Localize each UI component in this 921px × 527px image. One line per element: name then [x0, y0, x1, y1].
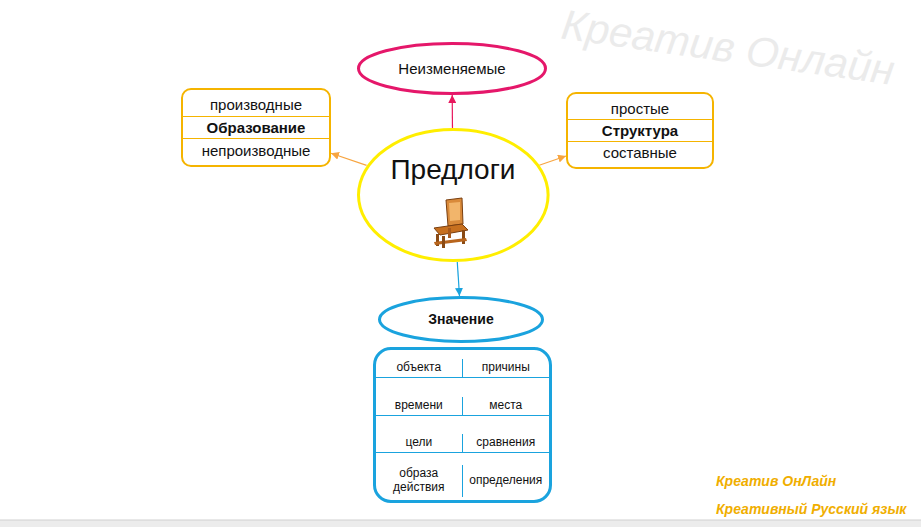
box-item: составные — [603, 144, 677, 161]
brand-label-holder: Креативный Русский язык — [716, 500, 906, 518]
main-circle: Предлоги — [357, 128, 550, 262]
table-cell: образа действия — [376, 465, 463, 497]
connector-arrow — [331, 153, 367, 165]
table-text: причины — [482, 361, 530, 375]
table-text: объекта — [396, 361, 441, 375]
box-heading: Структура — [602, 122, 678, 139]
meaning-ellipse-shape — [380, 298, 543, 342]
watermark-holder: Креатив Онлайн — [558, 1, 897, 96]
table-text: образа действия — [380, 467, 458, 495]
box-row: простые — [568, 98, 712, 119]
main-circle-outline — [357, 128, 550, 262]
bottom-strip — [0, 520, 921, 527]
property-ellipse-shape — [359, 44, 546, 94]
node-title: Предлоги — [390, 154, 515, 186]
bottom-strip-edge — [0, 520, 921, 521]
table-cell: времени — [376, 397, 463, 416]
brand-label-holder: Креатив ОнЛайн — [716, 472, 836, 490]
box-heading: Образование — [207, 119, 306, 136]
meaning-table: объекта причины времени места цели сравнения о… — [373, 347, 552, 503]
table-cell: объекта — [376, 359, 463, 378]
box-item: непроизводные — [202, 142, 311, 159]
meaning-ellipse: Значение — [378, 296, 544, 343]
table-text: места — [489, 399, 522, 413]
chair-icon — [434, 198, 468, 248]
box-row: Образование — [183, 116, 329, 139]
table-cell: причины — [463, 359, 550, 378]
table-text: времени — [395, 399, 443, 413]
connector-arrow — [452, 95, 453, 128]
category-box: производныеОбразование непроизводные — [181, 88, 331, 167]
category-box: простыеСтруктура составные — [566, 92, 714, 169]
box-row: производные — [183, 94, 329, 116]
box-row: Структура — [568, 119, 712, 141]
brand-label: Креатив ОнЛайн — [716, 473, 836, 489]
box-row: непроизводные — [183, 138, 329, 161]
main-circle-shape — [358, 130, 548, 261]
table-cell: определения — [463, 472, 550, 490]
table-text: цели — [405, 436, 432, 450]
node-label: Неизменяемые — [398, 60, 505, 77]
connector-arrow — [457, 262, 459, 296]
connector-arrow — [539, 156, 566, 165]
node-label: Значение — [428, 311, 493, 327]
table-cell: места — [463, 397, 550, 416]
table-cell: сравнения — [463, 434, 550, 453]
box-item: простые — [611, 100, 669, 117]
property-ellipse: Неизменяемые — [357, 42, 547, 95]
table-cell: цели — [376, 434, 463, 453]
brand-label: Креативный Русский язык — [716, 501, 906, 517]
watermark: Креатив Онлайн — [558, 1, 897, 96]
box-row: составные — [568, 141, 712, 163]
table-text: сравнения — [476, 436, 535, 450]
box-item: производные — [210, 96, 302, 113]
table-text: определения — [469, 474, 542, 488]
